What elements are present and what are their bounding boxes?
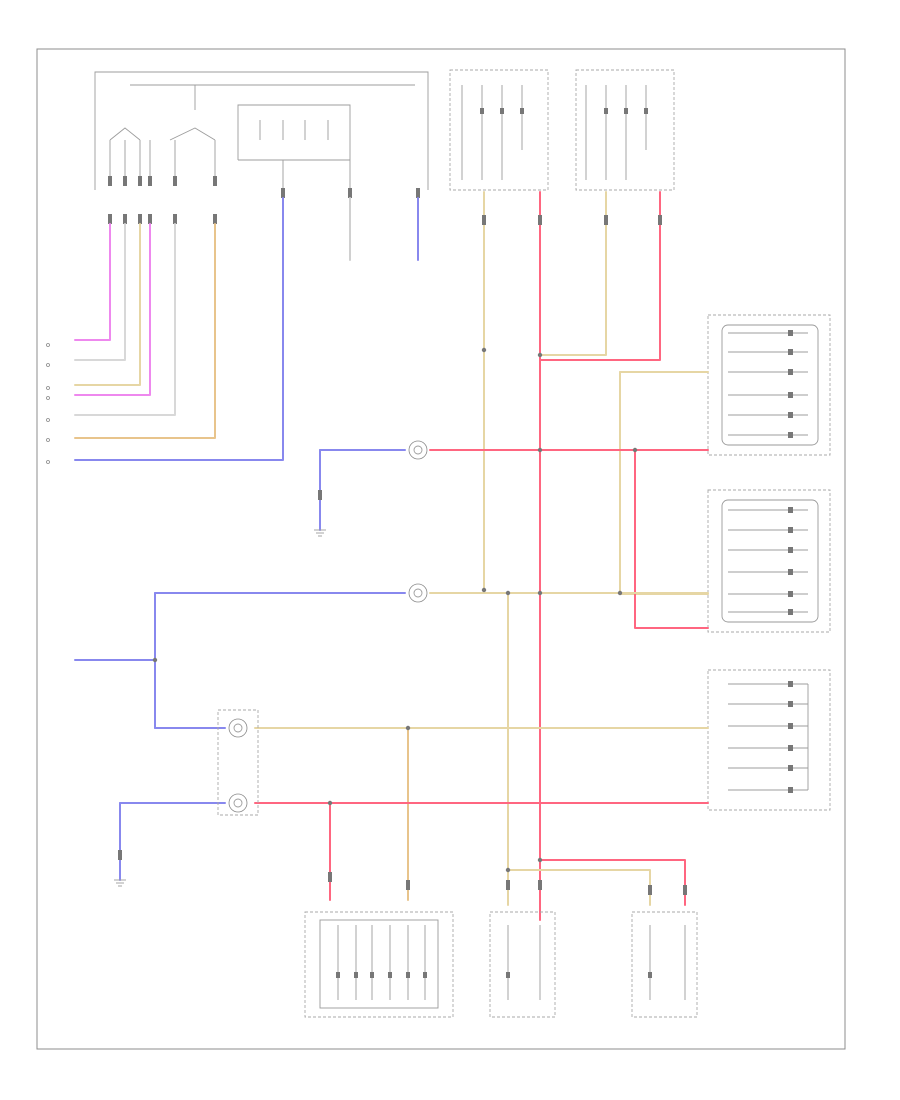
left-lower-steering-switch [575, 69, 675, 191]
right-steering-switch [304, 911, 454, 1018]
headlamp-output-wires [46, 197, 284, 464]
right-paddle-switch [631, 911, 698, 1018]
right-lower-steering-switch [449, 69, 549, 191]
left-paddle-switch [489, 911, 556, 1018]
left-upper-steering-switch [707, 489, 831, 633]
splice-points [152, 347, 638, 873]
diagram-frame [36, 48, 846, 1050]
clockspring-upper [408, 440, 428, 460]
lower-switch-wires [482, 191, 662, 361]
ground-symbol-2 [314, 529, 326, 537]
ground-symbol [114, 879, 126, 887]
bottom-connector-pins [118, 490, 687, 895]
top-connector-pins [108, 176, 420, 224]
clockspring-lower [217, 709, 259, 816]
right-upper-steering-switch [707, 314, 831, 456]
headlamp-switch [94, 71, 429, 200]
splice-drops [349, 197, 419, 261]
clockspring-mid [408, 583, 428, 603]
left-steering-switch [707, 669, 831, 811]
